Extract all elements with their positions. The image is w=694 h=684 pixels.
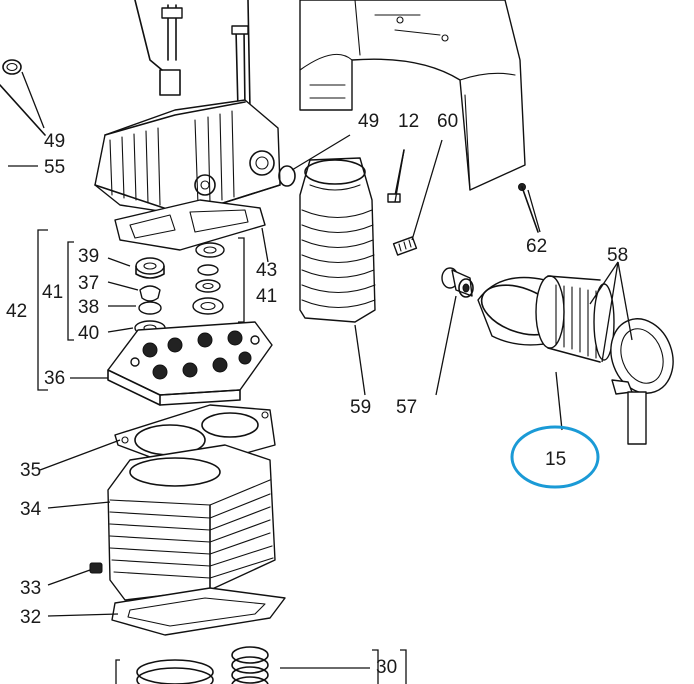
callout-brackets [37,229,407,684]
callout-59: 59 [350,397,371,418]
cylinder-head [94,99,281,216]
callout-58: 58 [607,245,628,266]
belt-guard [299,0,526,191]
valve-parts-right [192,242,225,315]
callout-57: 57 [396,397,417,418]
screw-62 [518,183,539,233]
callout-12: 12 [398,111,419,132]
callout-49-left: 49 [44,131,65,152]
callout-36: 36 [44,368,65,389]
callout-41-right: 41 [256,286,277,307]
callout-38: 38 [78,297,99,318]
callout-33: 33 [20,578,41,599]
highlight-circle [510,425,600,489]
callout-49-mid: 49 [358,111,379,132]
o-ring-49 [0,59,46,136]
callout-39: 39 [78,246,99,267]
air-filter-assembly [477,275,674,445]
callout-32: 32 [20,607,41,628]
piston-rings-30 [136,646,269,684]
plug-33 [89,562,103,574]
head-bolts [134,0,251,111]
callout-37: 37 [78,273,99,294]
callout-15: 15 [545,449,566,470]
leader-lines [8,71,633,669]
base-gasket-32 [111,587,286,636]
callout-55: 55 [44,157,65,178]
valve-parts-left [134,257,166,336]
callout-62: 62 [526,236,547,257]
callout-34: 34 [20,499,42,520]
callout-60: 60 [437,111,458,132]
fitting-57 [441,267,474,298]
callout-41-left: 41 [42,282,63,303]
gasket-43 [114,199,266,251]
intake-hose-59 [299,157,376,323]
callout-30: 30 [376,657,397,678]
callout-40: 40 [78,323,99,344]
o-ring-49-mid [278,165,296,187]
fitting-60 [392,236,418,256]
valve-plate-36 [107,321,273,406]
callout-35: 35 [20,460,41,481]
cylinder-block-34 [107,444,276,601]
callout-42: 42 [6,301,27,322]
callout-43: 43 [256,260,277,281]
